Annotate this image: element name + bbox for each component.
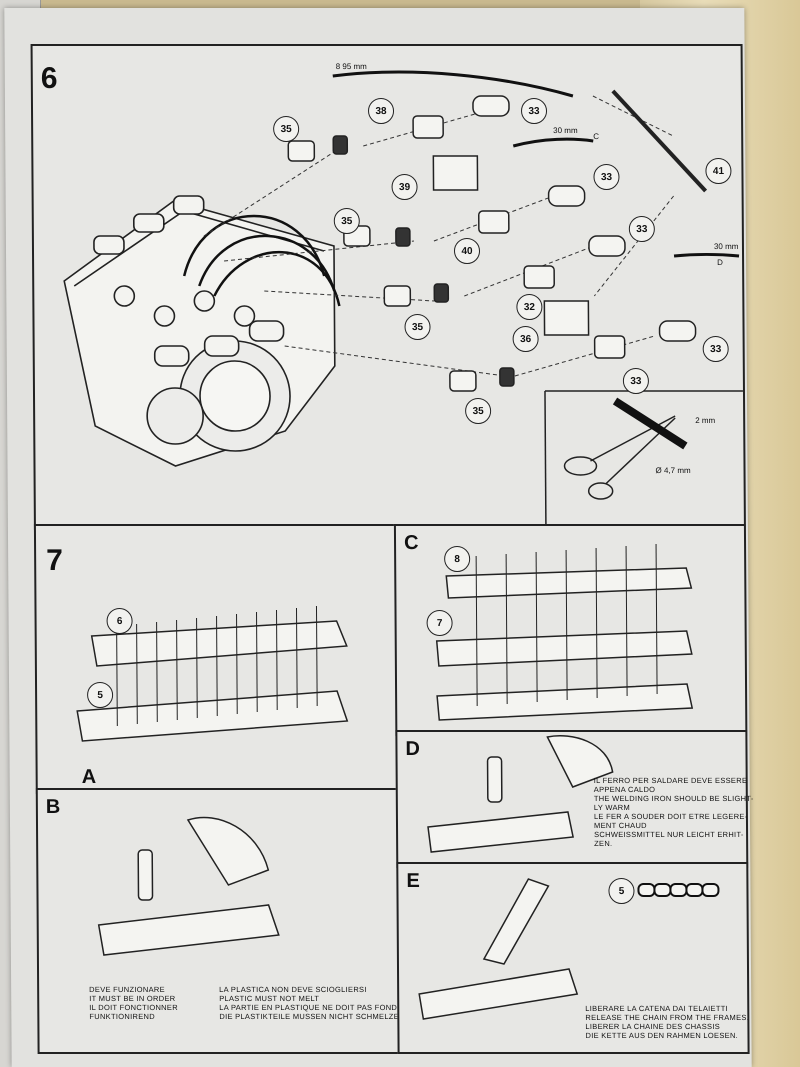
callout-part: 35	[465, 398, 492, 424]
chain-callout: 5	[608, 878, 635, 904]
callout-part: 36	[512, 326, 539, 352]
callout-part: 33	[520, 98, 548, 124]
step-6-frame: 6	[30, 44, 746, 530]
wire-length-c: 30 mm	[553, 126, 578, 135]
callout-part: 35	[333, 208, 360, 234]
chain-frames-drawing-a	[76, 606, 349, 742]
callout-part: 39	[391, 174, 418, 200]
frame-callout: 5	[87, 682, 114, 708]
note-release-chain: LIBERARE LA CATENA DAI TELAIETTI RELEASE…	[585, 1004, 750, 1040]
panel-a-label: A	[81, 766, 97, 788]
callout-part: 35	[404, 314, 431, 340]
note-must-be-in-order: DEVE FUNZIONARE IT MUST BE IN ORDER IL D…	[89, 985, 178, 1021]
chain-release-drawing-e	[418, 878, 720, 1020]
callout-part: 33	[702, 336, 729, 362]
cut-dim-length: 2 mm	[695, 416, 716, 425]
wire-label-d: D	[717, 258, 723, 267]
callout-part: 33	[622, 368, 649, 394]
wire-length-b: 8 95 mm	[335, 62, 367, 71]
wire-label-c: C	[593, 132, 600, 141]
cut-dim-diameter: Ø 4,7 mm	[655, 466, 691, 475]
step-7-panel-c: C 8 7	[393, 524, 748, 736]
callout-part: 32	[516, 294, 543, 320]
callout-part: 33	[593, 164, 620, 190]
engine-assembly-drawing	[63, 70, 743, 528]
step-7-panel-a: 7 6 5 A	[33, 524, 402, 794]
step-7-panel-e: E 5 LIBERARE LA CATENA DAI TELAIETTI REL…	[396, 862, 750, 1054]
note-plastic-must-not-melt: LA PLASTICA NON DEVE SCIOGLIERSI PLASTIC…	[219, 985, 409, 1021]
step-7-panel-d: D IL FERRO PER SALDARE DEVE ESSERE APPEN…	[395, 730, 754, 868]
soldering-drawing-b	[97, 816, 280, 956]
callout-part: 40	[453, 238, 481, 264]
callout-part: 38	[367, 98, 395, 124]
callout-part: 33	[628, 216, 655, 242]
instruction-sheet: 6	[4, 8, 754, 1067]
step-7-panel-b: B DEVE FUNZIONARE IT MUST BE IN ORDER IL…	[35, 788, 408, 1054]
callout-part: 35	[273, 116, 300, 142]
wire-length-d: 30 mm	[713, 242, 739, 251]
frame-callout: 7	[426, 610, 453, 636]
callout-part: 41	[705, 158, 732, 184]
frame-callout: 6	[106, 608, 133, 634]
note-welding-iron: IL FERRO PER SALDARE DEVE ESSERE APPENA …	[593, 776, 754, 848]
frame-callout: 8	[444, 546, 471, 572]
soldering-drawing-d	[427, 735, 614, 853]
chain-frames-drawing-c	[435, 544, 694, 721]
